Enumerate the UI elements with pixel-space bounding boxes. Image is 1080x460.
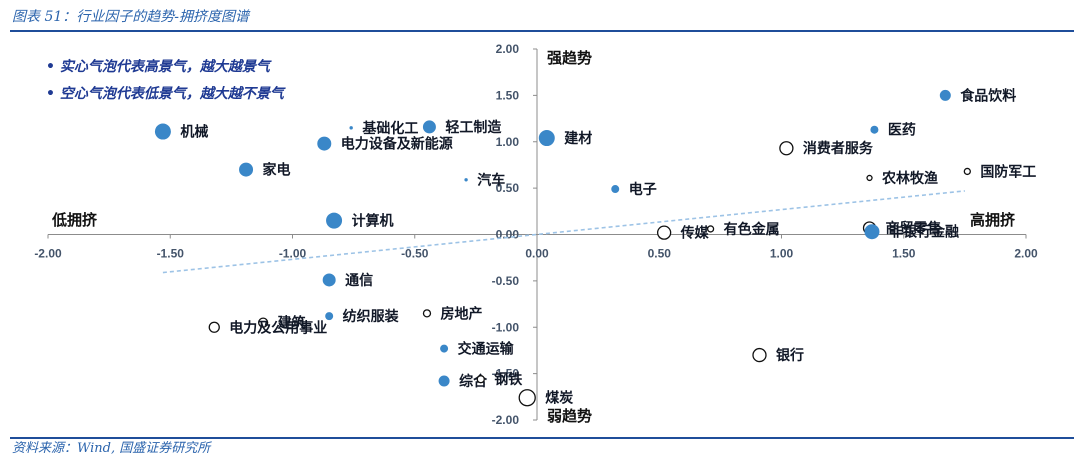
point-label: 食品饮料 — [960, 87, 1016, 104]
bubble-hollow — [208, 321, 220, 333]
point-label: 电子 — [629, 181, 657, 198]
bubble-filled — [939, 89, 951, 101]
y-tick-label: -1.50 — [492, 367, 520, 381]
point-label: 机械 — [180, 124, 208, 141]
y-tick-label: 0.00 — [496, 228, 520, 242]
bubble-filled — [322, 273, 336, 287]
point-label: 纺织服装 — [343, 308, 400, 325]
bubble-hollow — [656, 225, 672, 240]
point-label: 轻工制造 — [445, 119, 501, 136]
point-label: 汽车 — [477, 172, 505, 189]
trend-line — [162, 190, 965, 274]
point-label: 有色金属 — [724, 221, 780, 238]
point-label: 基础化工 — [362, 120, 418, 137]
figure-title: 图表 51：行业因子的趋势-拥挤度图谱 — [12, 9, 249, 25]
point-label: 银行 — [776, 347, 804, 364]
bubble-hollow — [779, 141, 794, 156]
x-tick-label: 1.50 — [892, 247, 916, 261]
point-label: 房地产 — [440, 305, 482, 322]
x-tick-label: -0.50 — [401, 247, 429, 261]
point-label: 通信 — [345, 272, 373, 289]
y-tick-label: 1.50 — [496, 88, 520, 102]
x-tick-label: -2.00 — [34, 247, 62, 261]
point-label: 农林牧渔 — [881, 170, 938, 187]
bubble-filled — [154, 123, 171, 140]
bubble-filled — [870, 125, 879, 134]
y-tick-label: -1.00 — [492, 320, 520, 334]
point-label: 电力设备及新能源 — [341, 136, 453, 153]
point-label: 非银行金融 — [889, 224, 959, 241]
legend-filled-note: • 实心气泡代表高景气，越大越景气 — [46, 58, 272, 75]
source-note: 资料来源：Wind, 国盛证券研究所 — [12, 441, 211, 456]
point-label: 交通运输 — [458, 341, 515, 358]
point-label: 消费者服务 — [803, 140, 874, 157]
point-label: 传媒 — [680, 225, 710, 242]
bubble-filled — [538, 130, 555, 147]
bubble-hollow — [752, 347, 767, 363]
x-tick-label: -1.00 — [279, 247, 307, 261]
point-label: 煤炭 — [545, 390, 573, 407]
bubble-hollow — [866, 174, 873, 182]
legend-hollow-note: • 空心气泡代表低景气，越大越不景气 — [46, 85, 286, 102]
bubble-filled — [464, 178, 468, 182]
bubble-filled — [440, 344, 449, 353]
bubble-filled — [438, 375, 450, 387]
bottom-rule — [10, 437, 1074, 439]
quadrant-label-bottom: 弱趋势 — [547, 407, 592, 425]
bubble-filled — [422, 120, 436, 134]
y-tick-label: -0.50 — [492, 274, 520, 288]
point-label: 电力及公用事业 — [229, 319, 327, 336]
bubble-hollow — [476, 375, 485, 384]
point-label: 钢铁 — [494, 371, 522, 388]
bubble-filled — [317, 136, 332, 151]
quadrant-label-left: 低拥挤 — [51, 211, 98, 229]
bubble-filled — [611, 185, 620, 194]
y-tick-label: 1.00 — [496, 135, 520, 149]
bubble-hollow — [258, 317, 269, 328]
y-tick-label: -2.00 — [492, 413, 520, 427]
x-tick-label: 0.50 — [648, 247, 672, 261]
point-label: 建筑 — [278, 315, 306, 332]
bubble-filled — [326, 212, 343, 229]
bubble-hollow — [706, 225, 715, 233]
x-tick-label: 1.00 — [770, 247, 794, 261]
point-label: 医药 — [888, 122, 916, 139]
point-label: 商贸零售 — [886, 220, 942, 237]
point-label: 建材 — [564, 130, 592, 147]
quadrant-label-top: 强趋势 — [547, 49, 592, 67]
point-label: 家电 — [263, 162, 291, 179]
point-label: 计算机 — [352, 213, 394, 230]
bubble-hollow — [518, 389, 536, 407]
bubble-filled — [864, 224, 880, 240]
bubble-filled — [325, 312, 334, 321]
bubble-hollow — [963, 167, 971, 176]
x-tick-label: -1.50 — [157, 247, 185, 261]
y-tick-label: 0.50 — [496, 181, 520, 195]
y-tick-label: 2.00 — [496, 42, 520, 56]
bubble-hollow — [422, 309, 432, 318]
x-tick-label: 2.00 — [1014, 247, 1038, 261]
x-tick-label: 0.00 — [525, 247, 549, 261]
bubble-filled — [349, 126, 353, 130]
quadrant-label-right: 高拥挤 — [970, 211, 1016, 229]
top-rule — [10, 30, 1074, 32]
point-label: 国防军工 — [980, 163, 1036, 180]
bubble-filled — [239, 162, 254, 177]
scatter-chart: -2.00 -1.50 -1.00 -0.50 0.00 0.50 1.00 1.50 2.00… — [34, 42, 1038, 427]
